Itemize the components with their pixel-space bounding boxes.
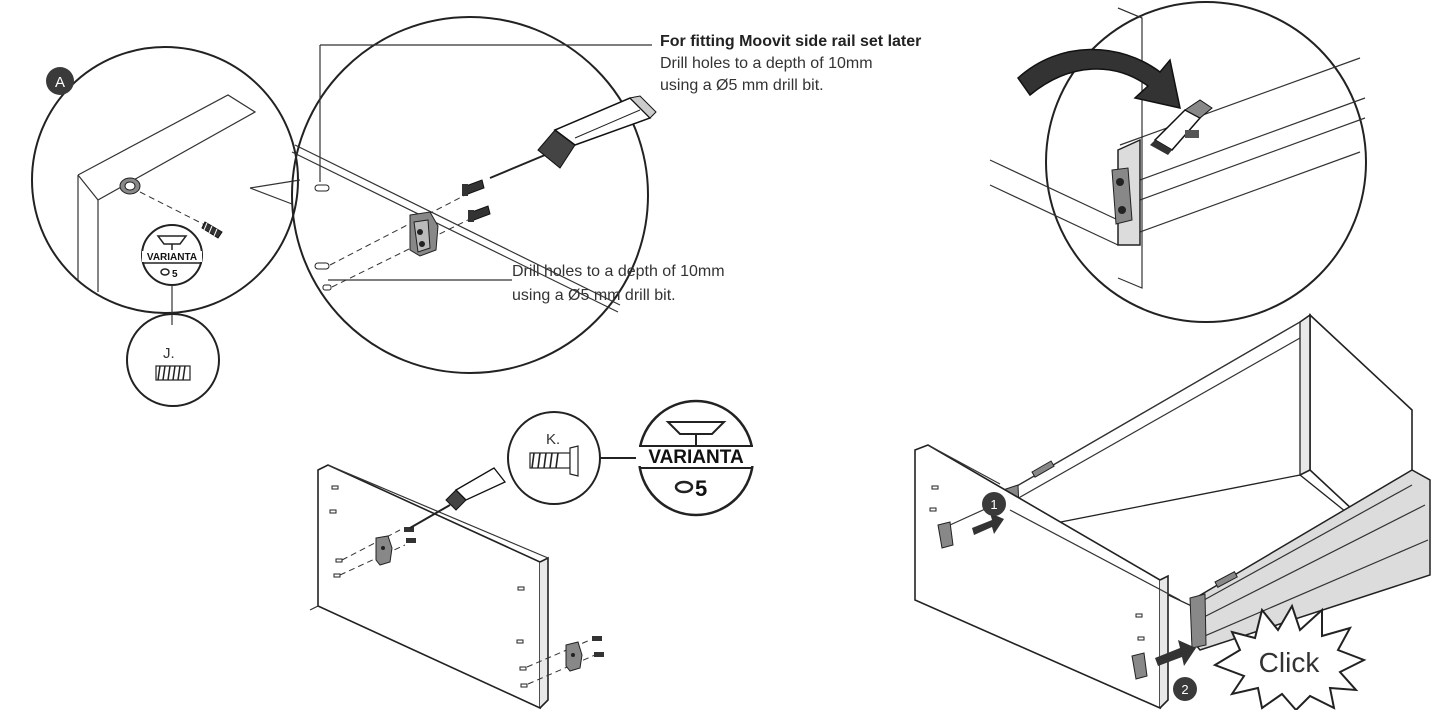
click-label: Click bbox=[1259, 647, 1321, 678]
drill-detail-circle bbox=[291, 16, 657, 374]
step-1-badge: 1 bbox=[982, 492, 1006, 516]
part-j-callout: J. bbox=[126, 313, 220, 407]
screw-icon bbox=[201, 221, 223, 239]
threaded-bolt-icon bbox=[529, 445, 579, 477]
step-2-badge: 2 bbox=[1173, 677, 1197, 701]
part-j-label: J. bbox=[163, 345, 175, 362]
panel-holes bbox=[329, 485, 528, 688]
top-callout-line1: Drill holes to a depth of 10mm bbox=[660, 55, 873, 72]
top-leader-line bbox=[319, 44, 652, 182]
push-arrow-icon bbox=[972, 513, 1004, 535]
part-k-label: K. bbox=[546, 431, 560, 448]
cam-bracket-icon bbox=[375, 535, 393, 566]
screw-icon bbox=[462, 179, 485, 196]
drill-holes bbox=[314, 184, 332, 291]
detail-a-callout: VARIANTA 5 bbox=[31, 46, 299, 325]
push-arrow-icon bbox=[1155, 640, 1196, 666]
cam-bracket-icon bbox=[409, 211, 439, 257]
screw-icon bbox=[468, 205, 491, 222]
front-panel-assembly bbox=[309, 464, 604, 710]
cam-bracket-icon bbox=[1111, 167, 1133, 225]
threaded-insert-icon bbox=[155, 365, 191, 381]
rail-clip-detail-circle bbox=[989, 1, 1367, 323]
variant-size-large: 5 bbox=[695, 476, 707, 501]
variant-brand-large: VARIANTA bbox=[648, 447, 744, 468]
cam-bracket-icon bbox=[565, 641, 583, 672]
mid-callout-line1: Drill holes to a depth of 10mm bbox=[512, 263, 725, 280]
marker-a: A bbox=[46, 67, 74, 95]
marker-a-label: A bbox=[55, 74, 65, 91]
drawer-assembly bbox=[914, 313, 1431, 710]
rail-clip-icon bbox=[1150, 99, 1213, 155]
top-callout-heading: For fitting Moovit side rail set later bbox=[660, 33, 921, 50]
variant-brand-small: VARIANTA bbox=[147, 252, 197, 263]
mid-callout-line2: using a Ø5 mm drill bit. bbox=[512, 287, 676, 304]
variant-size-small: 5 bbox=[172, 269, 178, 280]
part-k-callout: K. bbox=[507, 411, 601, 505]
step-1-label: 1 bbox=[990, 497, 997, 512]
click-burst: Click bbox=[1212, 603, 1367, 710]
screwdriver-icon bbox=[489, 95, 657, 179]
variant-badge-small: VARIANTA 5 bbox=[141, 224, 203, 286]
cam-housing-icon bbox=[119, 177, 141, 195]
variant-badge-large: VARIANTA 5 bbox=[636, 399, 756, 517]
step-2-label: 2 bbox=[1181, 682, 1188, 697]
screw-icon bbox=[404, 527, 604, 657]
screwdriver-icon bbox=[409, 467, 507, 529]
rotate-arrow-icon bbox=[1017, 48, 1181, 109]
top-callout-line2: using a Ø5 mm drill bit. bbox=[660, 77, 824, 94]
